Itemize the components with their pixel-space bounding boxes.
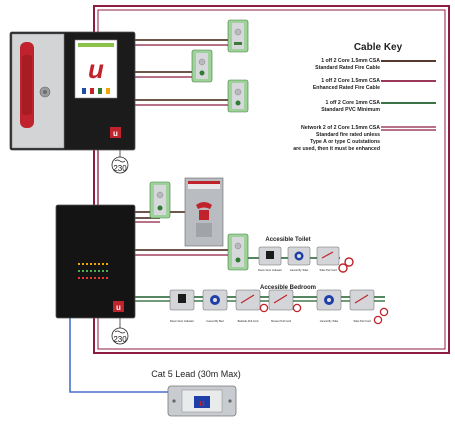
svg-text:Room Door Indicator: Room Door Indicator <box>258 268 282 272</box>
brand-logo-icon: u <box>199 398 205 408</box>
cable-key-entry-1-line-2: Standard Rated Fire Cable <box>315 65 380 71</box>
svg-text:Toilet Pull Cord: Toilet Pull Cord <box>319 268 337 272</box>
cat5-lead <box>69 317 168 393</box>
cable-key-entry-1-line-1: 1 off 2 Core 1.5mm CSA <box>321 58 380 64</box>
panel-badge-icon <box>110 127 121 138</box>
bedroom-cancel-toilet: Cancel By Toilet <box>316 289 342 323</box>
bedroom-toilet-pull-cord: Toilet Pull Cord <box>349 289 389 325</box>
cable-key: Cable Key 1 off 2 Core 1.5mm CSA Standar… <box>293 42 436 152</box>
toilet-pull-cord: Toilet Pull Cord <box>316 246 354 273</box>
cat5-label: Cat 5 Lead (30m Max) <box>151 369 241 379</box>
toilet-door-indicator: Room Door Indicator <box>258 246 282 272</box>
svg-text:u: u <box>113 129 118 138</box>
svg-text:u: u <box>116 303 121 312</box>
cable-key-entry-4-line-2: Standard fire rated unless <box>316 132 380 138</box>
bedroom-shower-pull-cord: Shower Pull Cord <box>268 289 302 323</box>
outstation-2 <box>191 49 213 83</box>
control-panel-main: u u <box>9 31 136 151</box>
mains-power-symbol-1: 230 <box>111 156 129 174</box>
cable-key-entry-3-line-2: Standard PVC Minimum <box>321 107 380 113</box>
phone-icon <box>196 202 212 220</box>
control-panel-secondary: u <box>55 204 136 319</box>
svg-text:230: 230 <box>113 164 127 173</box>
bedroom-bedside-pull-cord: Bedside Pull Cord <box>235 289 269 323</box>
cable-key-entry-3-line-1: 1 off 2 Core 1mm CSA <box>326 100 381 106</box>
svg-text:230: 230 <box>113 335 127 344</box>
bedroom-door-indicator: Room Door Indicator <box>169 289 195 323</box>
outstation-5 <box>227 233 249 271</box>
cable-key-title: Cable Key <box>354 42 403 53</box>
status-led-row <box>78 263 108 279</box>
toilet-cancel-unit: Cancel By Toilet <box>287 246 311 272</box>
cable-key-entry-2-line-1: 1 off 2 Core 1.5mm CSA <box>321 78 380 84</box>
remote-display-unit: u <box>167 385 237 417</box>
svg-text:Cancel By Toilet: Cancel By Toilet <box>320 319 339 323</box>
pull-cord-bangle-icon <box>344 257 354 267</box>
svg-text:Cancel By Bed: Cancel By Bed <box>206 319 224 323</box>
outstation-3 <box>227 79 249 113</box>
outstation-4 <box>149 181 171 219</box>
svg-text:Shower Pull Cord: Shower Pull Cord <box>271 319 292 323</box>
svg-text:Bedside Pull Cord: Bedside Pull Cord <box>238 319 259 323</box>
cable-key-entry-2-line-2: Enhanced Rated Fire Cable <box>313 85 380 91</box>
zone-label-bedroom: Accesible Bedroom <box>260 285 316 291</box>
cable-key-entry-4-line-4: are used, then it must be enhanced <box>293 146 380 152</box>
svg-text:Cancel By Toilet: Cancel By Toilet <box>290 268 309 272</box>
svg-text:Room Door Indicator: Room Door Indicator <box>170 319 194 323</box>
cable-key-entry-4-line-1: Network 2 of 2 Core 1.5mm CSA <box>301 125 380 131</box>
panel-badge-icon <box>113 301 124 312</box>
bedroom-cancel-bed: Cancel By Bed <box>202 289 228 323</box>
outstation-1 <box>227 19 249 53</box>
brand-logo-icon: u <box>88 54 104 84</box>
zone-label-toilet: Accesible Toilet <box>265 237 310 243</box>
svg-text:Toilet Pull Cord: Toilet Pull Cord <box>353 319 371 323</box>
mains-power-symbol-2: 230 <box>111 327 129 345</box>
refuge-call-point <box>184 177 224 247</box>
cable-key-entry-4-line-3: Type A or type C outstations <box>310 139 380 145</box>
